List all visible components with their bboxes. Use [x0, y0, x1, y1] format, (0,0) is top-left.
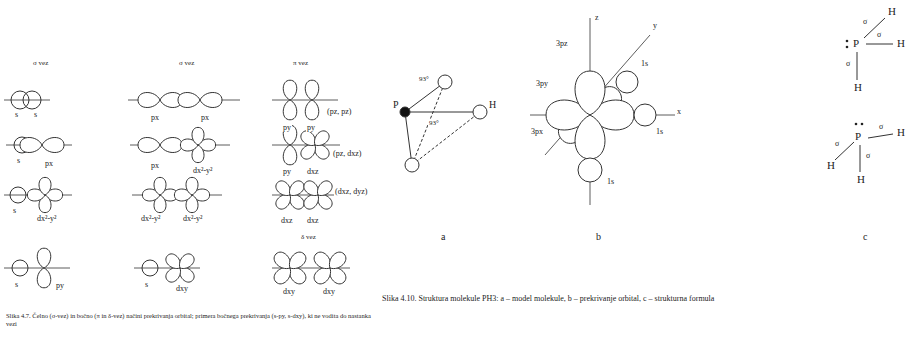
axis-label: y — [652, 22, 658, 30]
panel-letter: a — [440, 232, 446, 242]
axis-label: x — [676, 108, 682, 116]
atom-label: H — [896, 38, 906, 49]
orbital-label: px — [44, 160, 54, 168]
orbital-label: dxz — [306, 168, 320, 176]
panel-letter: b — [595, 232, 602, 242]
bond-type: δ vez — [300, 234, 317, 241]
angle-label: 93° — [428, 120, 440, 127]
orbital-label: dxy — [175, 285, 189, 293]
bond-type: σ vez — [178, 60, 195, 67]
bond-label: σ — [845, 60, 851, 68]
bond-label: σ — [865, 152, 871, 160]
orbital-label: s — [14, 281, 19, 289]
orbital-label: dx²-y² — [192, 167, 213, 175]
orbital-label: 1s — [640, 60, 649, 68]
atom-label: H — [887, 6, 897, 17]
orbital-label: 3px — [530, 128, 544, 136]
orbital-label: dxz — [280, 217, 294, 225]
orbital-label: s — [12, 207, 17, 215]
atom-label: H — [856, 174, 866, 185]
orbital-label: dxz — [306, 217, 320, 225]
bond-type: π vez — [292, 60, 309, 67]
axis-label: z — [594, 14, 600, 22]
orbital-label: py — [306, 124, 316, 132]
orbital-label: s — [33, 111, 38, 119]
orbital-label: s — [14, 111, 19, 119]
orbital-label: s — [144, 281, 149, 289]
orbital-label: 1s — [606, 178, 615, 186]
orbital-label: px — [200, 114, 210, 122]
bond-label: σ — [834, 140, 840, 148]
atom-label: P — [852, 38, 860, 49]
orbital-label: dx²-y² — [36, 215, 57, 223]
bond-label: σ — [876, 31, 882, 39]
atom-label: H — [896, 127, 906, 138]
orbital-label: 3pz — [555, 40, 569, 48]
orbital-label: dxy — [322, 288, 336, 296]
orbital-label: dxy — [282, 288, 296, 296]
figure-caption: Slika 4.7. Čelno (σ-vez) in bočno (π in … — [6, 312, 371, 328]
panel-letter: c — [862, 232, 868, 242]
orbital-label: (pz, dxz) — [332, 150, 362, 158]
orbital-label: py — [282, 124, 292, 132]
orbital-label: dx²-y² — [140, 215, 161, 223]
orbital-label: px — [150, 162, 160, 170]
orbital-label: (dxz, dyz) — [334, 188, 368, 196]
orbital-label: py — [282, 168, 292, 176]
orbital-label: (pz, pz) — [326, 108, 352, 116]
angle-label: 93° — [418, 76, 430, 83]
bond-label: σ — [862, 18, 868, 26]
figure-caption: Slika 4.10. Struktura molekule PH3: a – … — [382, 294, 912, 304]
orbital-label: py — [55, 282, 65, 290]
bond-type: σ vez — [32, 60, 49, 67]
bond-label: σ — [878, 123, 884, 131]
orbital-label: s — [16, 157, 21, 165]
orbital-label: px — [150, 114, 160, 122]
atom-label: H — [853, 82, 863, 93]
orbital-label: 1s — [655, 128, 664, 136]
orbital-label: dx²-y² — [182, 215, 203, 223]
atom-label: P — [392, 100, 400, 110]
atom-label: H — [488, 100, 497, 110]
atom-label: H — [826, 160, 836, 171]
orbital-label: 3py — [535, 80, 549, 88]
atom-label: P — [854, 131, 862, 142]
